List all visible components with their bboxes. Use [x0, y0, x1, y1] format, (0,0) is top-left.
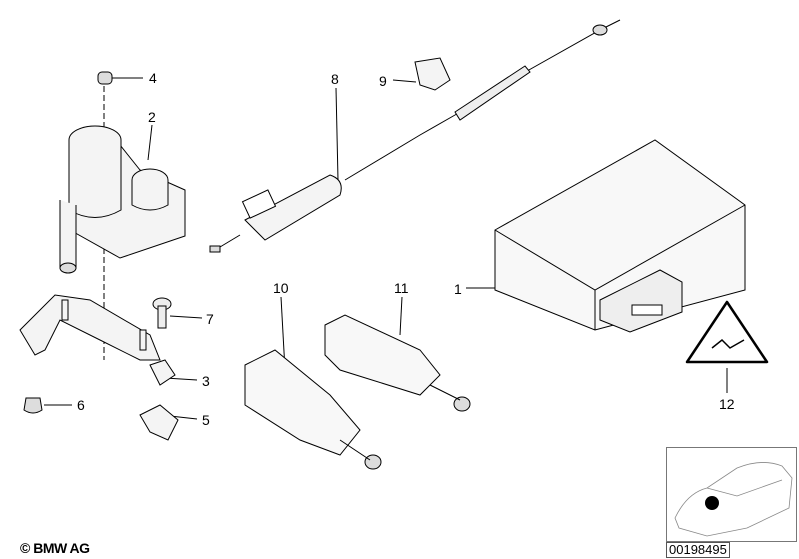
part-6-nut [23, 397, 43, 414]
car-outline-icon [674, 462, 793, 537]
callout-2: 2 [148, 109, 156, 125]
callout-7: 7 [206, 311, 214, 327]
part-12-warning-label [685, 300, 769, 364]
callout-3: 3 [202, 373, 210, 389]
part-5-clip [139, 404, 179, 441]
callout-9: 9 [379, 73, 387, 89]
part-11-switch [324, 314, 471, 412]
copyright-label: © BMW AG [20, 540, 90, 556]
part-2-valve [59, 125, 186, 274]
part-9-clip [414, 57, 451, 91]
part-1-control-unit [494, 139, 746, 333]
callout-1: 1 [454, 281, 462, 297]
part-4-grommet [97, 71, 113, 85]
callout-10: 10 [273, 280, 289, 296]
vehicle-locator-thumbnail [666, 447, 797, 542]
part-7-screw [152, 297, 172, 329]
callout-6: 6 [77, 397, 85, 413]
callout-11: 11 [394, 280, 409, 296]
part-10-switch [244, 349, 382, 470]
part-3-clip [149, 359, 176, 386]
diagram-id: 00198495 [666, 542, 730, 558]
part-bracket [19, 294, 161, 361]
part-8-cable [209, 19, 621, 253]
callout-8: 8 [331, 71, 339, 87]
callout-12: 12 [719, 396, 735, 412]
callout-5: 5 [202, 412, 210, 428]
callout-4: 4 [149, 70, 157, 86]
location-marker-icon [705, 496, 719, 510]
